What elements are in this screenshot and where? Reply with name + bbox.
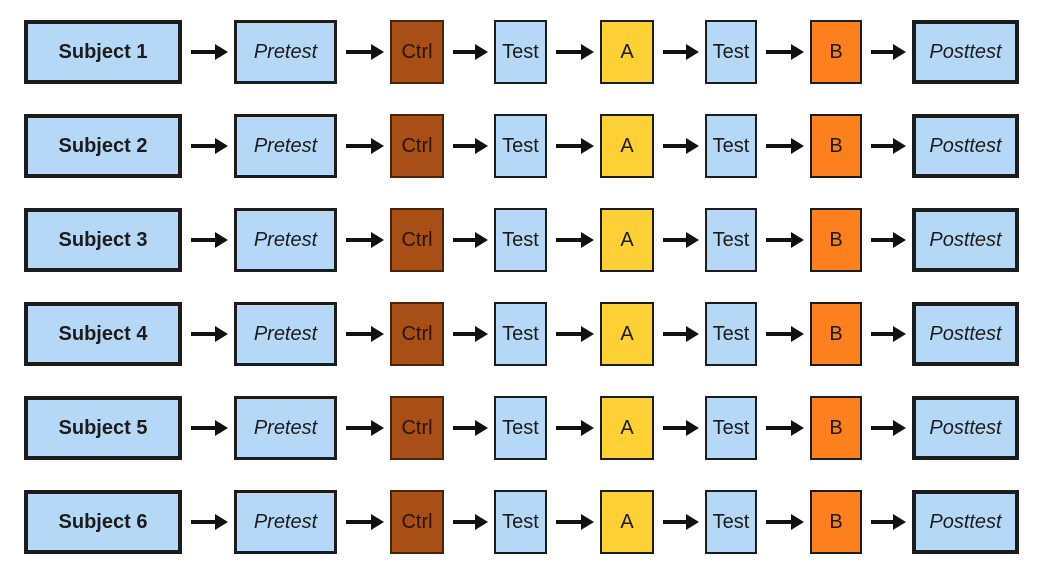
arrow-right-icon bbox=[663, 232, 699, 248]
arrow-right-icon bbox=[663, 514, 699, 530]
arrow-right-icon bbox=[191, 138, 228, 154]
arrow-right-icon bbox=[663, 44, 699, 60]
test-box: Test bbox=[705, 302, 757, 366]
test-box: Test bbox=[705, 20, 757, 84]
arrow-right-icon bbox=[556, 44, 594, 60]
treatment-b-box: B bbox=[810, 302, 862, 366]
test-box: Test bbox=[705, 208, 757, 272]
treatment-a-box: A bbox=[600, 114, 654, 178]
pretest-box: Pretest bbox=[234, 302, 337, 366]
arrow-right-icon bbox=[556, 138, 594, 154]
treatment-a-box: A bbox=[600, 302, 654, 366]
arrow-right-icon bbox=[191, 232, 228, 248]
pretest-box: Pretest bbox=[234, 114, 337, 178]
arrow-right-icon bbox=[766, 44, 804, 60]
posttest-box: Posttest bbox=[912, 302, 1019, 366]
subject-box: Subject 4 bbox=[24, 302, 182, 366]
subject-box: Subject 2 bbox=[24, 114, 182, 178]
arrow-right-icon bbox=[871, 138, 906, 154]
arrow-right-icon bbox=[871, 232, 906, 248]
arrow-right-icon bbox=[346, 326, 384, 342]
pretest-box: Pretest bbox=[234, 396, 337, 460]
arrow-right-icon bbox=[766, 232, 804, 248]
treatment-a-box: A bbox=[600, 490, 654, 554]
arrow-right-icon bbox=[191, 326, 228, 342]
treatment-b-box: B bbox=[810, 208, 862, 272]
treatment-b-box: B bbox=[810, 490, 862, 554]
ctrl-box: Ctrl bbox=[390, 396, 444, 460]
arrow-right-icon bbox=[453, 138, 488, 154]
arrow-right-icon bbox=[453, 420, 488, 436]
posttest-box: Posttest bbox=[912, 20, 1019, 84]
arrow-right-icon bbox=[191, 44, 228, 60]
posttest-box: Posttest bbox=[912, 114, 1019, 178]
arrow-right-icon bbox=[556, 420, 594, 436]
treatment-b-box: B bbox=[810, 114, 862, 178]
arrow-right-icon bbox=[663, 326, 699, 342]
pretest-box: Pretest bbox=[234, 208, 337, 272]
posttest-box: Posttest bbox=[912, 396, 1019, 460]
arrow-right-icon bbox=[346, 514, 384, 530]
arrow-right-icon bbox=[766, 326, 804, 342]
arrow-right-icon bbox=[191, 514, 228, 530]
treatment-a-box: A bbox=[600, 20, 654, 84]
test-box: Test bbox=[494, 302, 547, 366]
ctrl-box: Ctrl bbox=[390, 114, 444, 178]
test-box: Test bbox=[705, 490, 757, 554]
subject-box: Subject 3 bbox=[24, 208, 182, 272]
test-box: Test bbox=[494, 208, 547, 272]
arrow-right-icon bbox=[663, 420, 699, 436]
arrow-right-icon bbox=[871, 420, 906, 436]
arrow-right-icon bbox=[191, 420, 228, 436]
posttest-box: Posttest bbox=[912, 490, 1019, 554]
arrow-right-icon bbox=[871, 326, 906, 342]
arrow-right-icon bbox=[453, 232, 488, 248]
treatment-a-box: A bbox=[600, 396, 654, 460]
treatment-b-box: B bbox=[810, 396, 862, 460]
arrow-right-icon bbox=[346, 138, 384, 154]
arrow-right-icon bbox=[453, 514, 488, 530]
treatment-b-box: B bbox=[810, 20, 862, 84]
ctrl-box: Ctrl bbox=[390, 208, 444, 272]
test-box: Test bbox=[494, 114, 547, 178]
arrow-right-icon bbox=[346, 232, 384, 248]
arrow-right-icon bbox=[453, 44, 488, 60]
subject-box: Subject 6 bbox=[24, 490, 182, 554]
arrow-right-icon bbox=[766, 420, 804, 436]
pretest-box: Pretest bbox=[234, 20, 337, 84]
ctrl-box: Ctrl bbox=[390, 20, 444, 84]
subject-box: Subject 1 bbox=[24, 20, 182, 84]
arrow-right-icon bbox=[556, 326, 594, 342]
arrow-right-icon bbox=[453, 326, 488, 342]
arrow-right-icon bbox=[766, 138, 804, 154]
test-box: Test bbox=[705, 396, 757, 460]
test-box: Test bbox=[705, 114, 757, 178]
test-box: Test bbox=[494, 396, 547, 460]
arrow-right-icon bbox=[663, 138, 699, 154]
test-box: Test bbox=[494, 20, 547, 84]
arrow-right-icon bbox=[346, 44, 384, 60]
test-box: Test bbox=[494, 490, 547, 554]
ctrl-box: Ctrl bbox=[390, 490, 444, 554]
ctrl-box: Ctrl bbox=[390, 302, 444, 366]
posttest-box: Posttest bbox=[912, 208, 1019, 272]
subject-box: Subject 5 bbox=[24, 396, 182, 460]
arrow-right-icon bbox=[346, 420, 384, 436]
arrow-right-icon bbox=[556, 514, 594, 530]
arrow-right-icon bbox=[556, 232, 594, 248]
arrow-right-icon bbox=[871, 514, 906, 530]
pretest-box: Pretest bbox=[234, 490, 337, 554]
arrow-right-icon bbox=[871, 44, 906, 60]
arrow-right-icon bbox=[766, 514, 804, 530]
treatment-a-box: A bbox=[600, 208, 654, 272]
